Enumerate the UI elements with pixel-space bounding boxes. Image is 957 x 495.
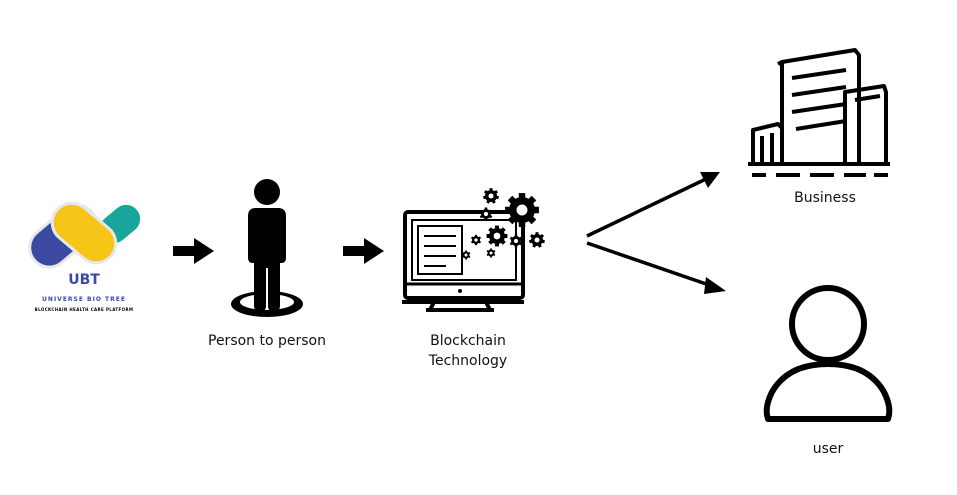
arrow-right-icon: [173, 238, 214, 264]
arrow-right-icon: [343, 238, 384, 264]
branch-arrow-down-icon: [586, 241, 726, 294]
gear-icon: [461, 250, 471, 260]
logo-tagline: BLOCKCHAIN HEALTH CARE PLATFORM: [34, 307, 134, 312]
user-label: user: [812, 441, 844, 457]
gear-icon: [486, 225, 508, 247]
business-label: Business: [794, 190, 856, 206]
logo-title: UBT: [68, 272, 100, 288]
person-standing-icon: [231, 179, 303, 317]
buildings-icon: [748, 48, 890, 177]
branch-arrow-up-icon: [586, 172, 720, 238]
blockchain-label-line2: Technology: [428, 353, 508, 369]
blockchain-label-line1: Blockchain: [430, 333, 506, 349]
user-outline-icon: [763, 285, 893, 422]
person-label: Person to person: [208, 333, 326, 349]
gear-icon: [529, 232, 545, 248]
gear-icon: [483, 188, 499, 204]
gear-icon: [505, 193, 539, 227]
logo-subtitle: UNIVERSE BIO TREE: [42, 296, 126, 303]
gear-icon: [470, 234, 482, 246]
gear-icon: [486, 248, 496, 258]
ubt-logo-icon: [28, 201, 141, 269]
gear-icon: [509, 234, 523, 248]
gear-icon: [479, 207, 493, 221]
computer-gears-icon: [402, 188, 545, 312]
